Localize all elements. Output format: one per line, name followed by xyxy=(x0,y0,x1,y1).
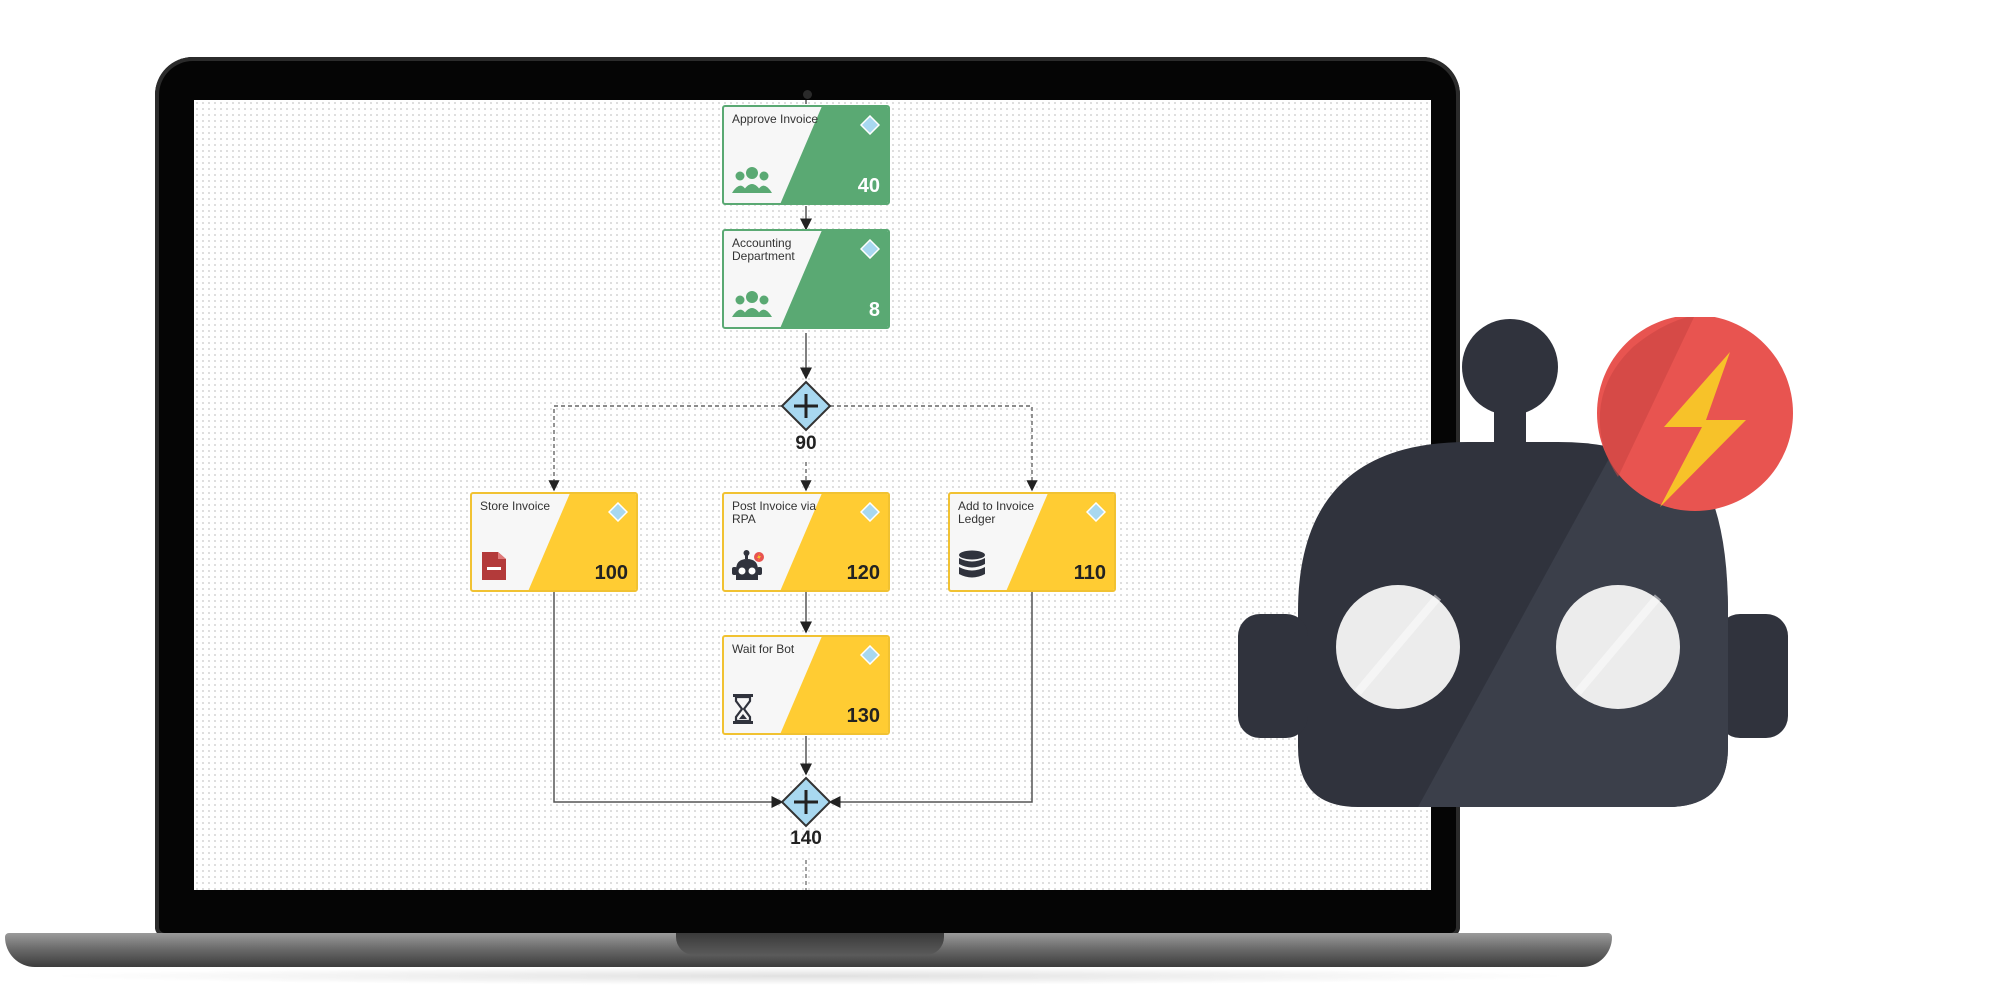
task-number: 120 xyxy=(846,562,880,584)
diamond-icon xyxy=(608,502,628,522)
task-title: Accounting Department xyxy=(732,236,795,263)
task-title: Add to Invoice Ledger xyxy=(958,499,1035,526)
task-status-wedge xyxy=(780,231,888,327)
file-archive-icon xyxy=(482,552,506,580)
people-icon xyxy=(732,291,772,317)
gateway-split-label: 90 xyxy=(795,433,817,454)
task-status-wedge xyxy=(780,637,888,733)
database-icon xyxy=(959,550,985,578)
laptop-shadow xyxy=(40,967,1580,985)
task-number: 130 xyxy=(846,705,880,727)
task-status-wedge xyxy=(780,107,888,203)
process-canvas[interactable]: 90 140 Approve Invoice 40 Accounting Dep… xyxy=(194,100,1431,890)
task-number: 40 xyxy=(857,175,880,197)
task-title: Approve Invoice xyxy=(732,112,819,126)
diamond-icon xyxy=(860,239,880,259)
laptop-base-notch xyxy=(676,933,944,955)
robot-with-lightning-badge-icon xyxy=(1238,317,1793,807)
diamond-icon xyxy=(1086,502,1106,522)
people-icon xyxy=(732,167,772,193)
hourglass-icon xyxy=(733,694,753,724)
task-status-wedge xyxy=(1006,494,1114,590)
task-store-invoice[interactable]: Store Invoice 100 xyxy=(470,492,638,592)
task-title: Post Invoice via RPA xyxy=(732,499,817,526)
laptop-camera xyxy=(803,90,812,99)
task-status-wedge xyxy=(528,494,636,590)
task-wait-for-bot[interactable]: Wait for Bot 130 xyxy=(722,635,890,735)
task-title: Store Invoice xyxy=(480,499,551,513)
task-number: 110 xyxy=(1073,562,1106,584)
task-approve-invoice[interactable]: Approve Invoice 40 xyxy=(722,105,890,205)
task-add-invoice-ledger[interactable]: Add to Invoice Ledger 110 xyxy=(948,492,1116,592)
gateway-split[interactable] xyxy=(780,380,832,432)
gateway-join[interactable] xyxy=(780,776,832,828)
robot-icon xyxy=(732,550,764,580)
task-title: Wait for Bot xyxy=(732,642,795,656)
gateway-join-label: 140 xyxy=(790,828,822,849)
diamond-icon xyxy=(860,502,880,522)
task-number: 8 xyxy=(868,299,880,321)
diamond-icon xyxy=(860,115,880,135)
task-post-invoice-rpa[interactable]: Post Invoice via RPA 120 xyxy=(722,492,890,592)
task-accounting-department[interactable]: Accounting Department 8 xyxy=(722,229,890,329)
diamond-icon xyxy=(860,645,880,665)
flow-connectors xyxy=(548,100,1038,890)
task-number: 100 xyxy=(594,562,628,584)
task-status-wedge xyxy=(780,494,888,590)
